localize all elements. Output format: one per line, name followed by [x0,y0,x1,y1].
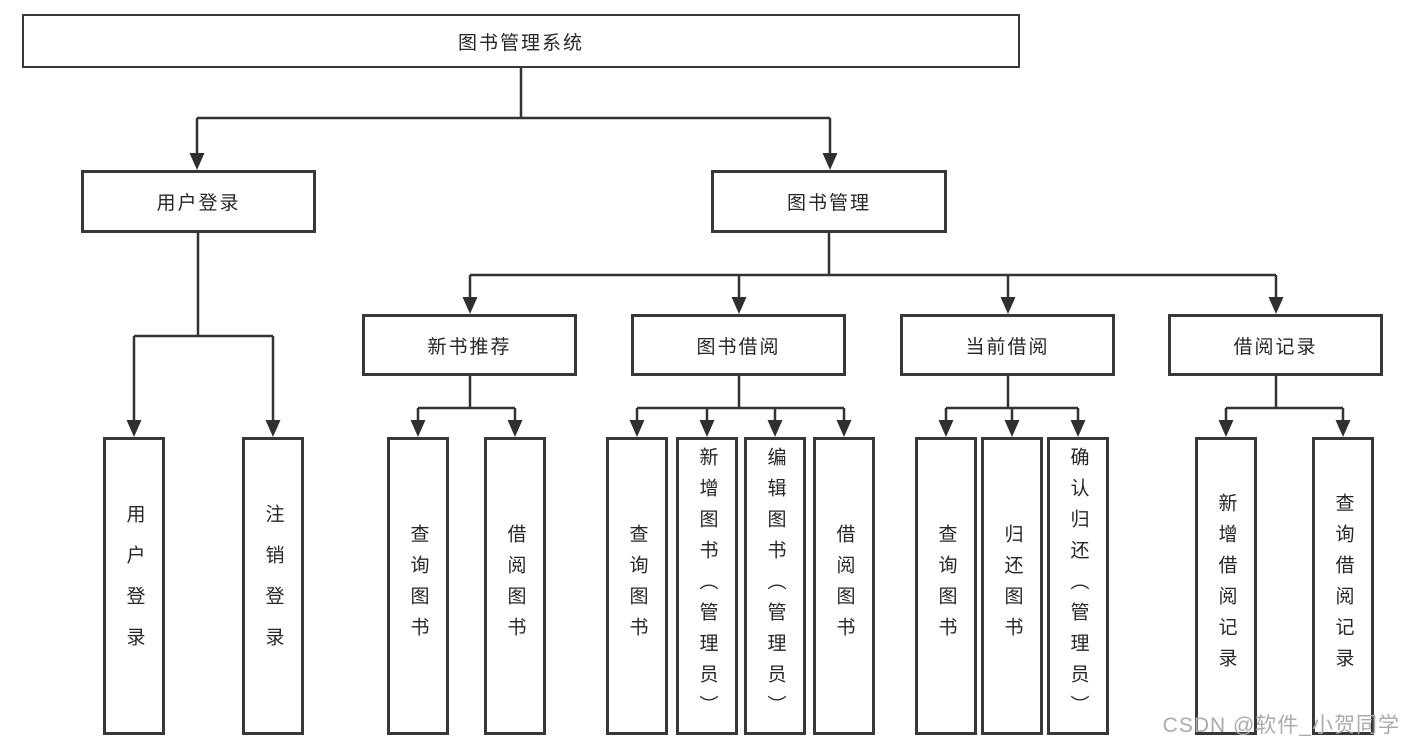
connector-user-login-to-leaves [126,231,281,437]
leaf-logout: 注销登录 [242,437,304,735]
leaf-return-book: 归还图书 [981,437,1043,735]
leaf-query-borrow-record: 查询借阅记录 [1312,437,1374,735]
node-root-system: 图书管理系统 [22,14,1020,68]
leaf-query-book-current: 查询图书 [915,437,977,735]
leaf-borrow-book-recommend: 借阅图书 [484,437,546,735]
leaf-borrow-book: 借阅图书 [813,437,875,735]
csdn-watermark: CSDN @软件_小贺同学 [1162,714,1400,737]
connector-book-borrow-to-leaves [629,375,852,437]
node-current-borrow: 当前借阅 [900,314,1115,376]
connector-current-borrow-to-leaves [938,375,1086,437]
connector-new-book-to-leaves [410,375,523,437]
leaf-query-book-recommend: 查询图书 [387,437,449,735]
node-user-login: 用户登录 [81,170,316,233]
node-book-mgmt: 图书管理 [711,170,947,233]
leaf-confirm-return-admin: 确认归还（管理员） [1047,437,1109,735]
connector-root-to-level2 [189,66,838,170]
leaf-query-book-borrow: 查询图书 [606,437,668,735]
node-new-book-recommend: 新书推荐 [362,314,577,376]
connector-borrow-record-to-leaves [1218,375,1351,437]
leaf-edit-book-admin: 编辑图书（管理员） [744,437,806,735]
leaf-user-login: 用户登录 [103,437,165,735]
node-borrow-record: 借阅记录 [1168,314,1383,376]
node-book-borrow: 图书借阅 [631,314,846,376]
leaf-add-borrow-record: 新增借阅记录 [1195,437,1257,735]
leaf-add-book-admin: 新增图书（管理员） [676,437,738,735]
connector-book-mgmt-to-level3 [462,231,1284,314]
